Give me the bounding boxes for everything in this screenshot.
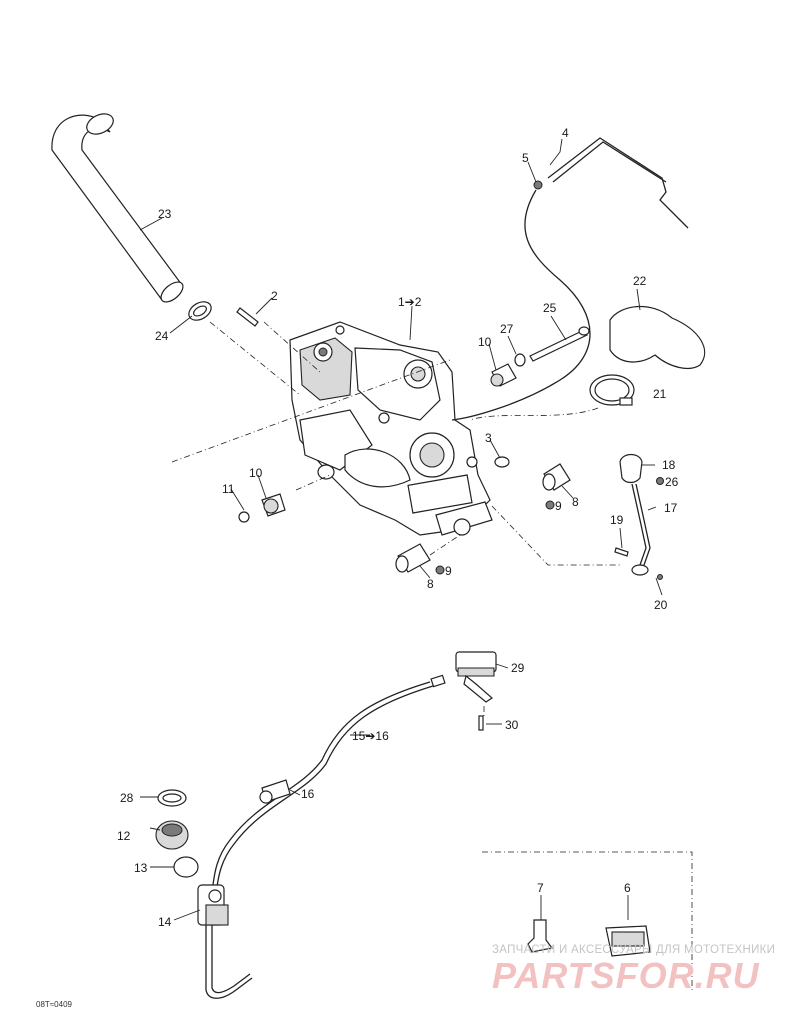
part-14-valve-assembly — [197, 884, 253, 999]
callout-23: 23 — [158, 207, 172, 221]
part-22-boot — [609, 305, 706, 369]
callout-10-upper: 10 — [478, 335, 492, 349]
orifice-ring — [317, 464, 335, 480]
callout-29: 29 — [511, 661, 525, 675]
callout-27: 27 — [500, 322, 514, 336]
callout-26: 26 — [665, 475, 679, 489]
callout-28: 28 — [120, 791, 134, 805]
callout-13: 13 — [134, 861, 148, 875]
part-5-clip — [533, 180, 543, 190]
watermark-tagline: ЗАПЧАСТИ И АКСЕССУАРЫ ДЛЯ МОТОТЕХНИКИ — [492, 944, 776, 956]
part-3-washer — [494, 456, 510, 468]
callout-18: 18 — [662, 458, 676, 472]
leader-lines — [139, 138, 663, 921]
part-8-cap-lower — [395, 543, 431, 573]
part-27-washer — [514, 353, 526, 367]
callout-6: 6 — [624, 881, 631, 895]
throttle-cable — [451, 189, 591, 421]
watermark-logo: PARTSFOR.RU — [492, 955, 760, 996]
part-25-bolt — [529, 326, 590, 362]
center-lines — [171, 321, 693, 990]
callout-3: 3 — [485, 431, 492, 445]
callout-9-right: 9 — [555, 499, 562, 513]
part-17-lever-rod — [631, 483, 651, 566]
callout-8-right: 8 — [572, 495, 579, 509]
part-7-sensor — [527, 919, 554, 953]
callout-14: 14 — [158, 915, 172, 929]
callout-16: 16 — [301, 787, 315, 801]
callout-10-lower: 10 — [249, 466, 263, 480]
callout-25: 25 — [543, 301, 557, 315]
callout-9-lower: 9 — [445, 564, 452, 578]
part-19-pin — [614, 547, 629, 557]
callout-20: 20 — [654, 598, 668, 612]
callout-30: 30 — [505, 718, 519, 732]
part-12-filter — [155, 820, 189, 850]
part-9-oring-lower — [435, 565, 445, 575]
part-9-oring-right — [545, 500, 555, 510]
part-18-knob — [619, 453, 643, 484]
part-2-screw — [236, 307, 259, 327]
callout-22: 22 — [633, 274, 647, 288]
part-15-hose — [211, 674, 446, 893]
part-1-carburetor-body — [289, 321, 493, 536]
part-23-hose — [51, 113, 184, 303]
part-16-fitting — [259, 779, 291, 804]
part-21-clamp — [589, 374, 635, 406]
part-26-oring — [656, 477, 664, 485]
part-24-clamp — [188, 301, 212, 321]
callout-7: 7 — [537, 881, 544, 895]
part-13-gasket — [173, 856, 199, 878]
part-20-washer — [631, 564, 663, 580]
callout-12: 12 — [117, 829, 131, 843]
part-4-bracket-rod — [547, 137, 689, 229]
callout-labels: 1➔2 2 3 4 5 6 7 8 8 9 9 10 10 11 12 13 1… — [117, 126, 679, 929]
part-29-pump — [455, 651, 497, 703]
callout-17: 17 — [664, 501, 678, 515]
callout-19: 19 — [610, 513, 624, 527]
part-11-nut — [238, 511, 250, 523]
part-10-upper-nozzle — [490, 363, 517, 387]
callout-5: 5 — [522, 151, 529, 165]
part-30-screw — [478, 715, 484, 731]
callout-2: 2 — [271, 289, 278, 303]
part-10-lower-nozzle — [261, 493, 286, 517]
callout-24: 24 — [155, 329, 169, 343]
callout-15-16: 15➔16 — [352, 729, 389, 743]
drawing-code: 08T≈0409 — [36, 1000, 72, 1009]
part-8-cap-right — [542, 463, 571, 491]
callout-21: 21 — [653, 387, 667, 401]
part-6-module — [605, 925, 651, 957]
callout-4: 4 — [562, 126, 569, 140]
callout-1-2: 1➔2 — [398, 295, 422, 309]
callout-11: 11 — [222, 482, 235, 496]
callout-8-lower: 8 — [427, 577, 434, 591]
part-28-clamp — [157, 789, 187, 807]
